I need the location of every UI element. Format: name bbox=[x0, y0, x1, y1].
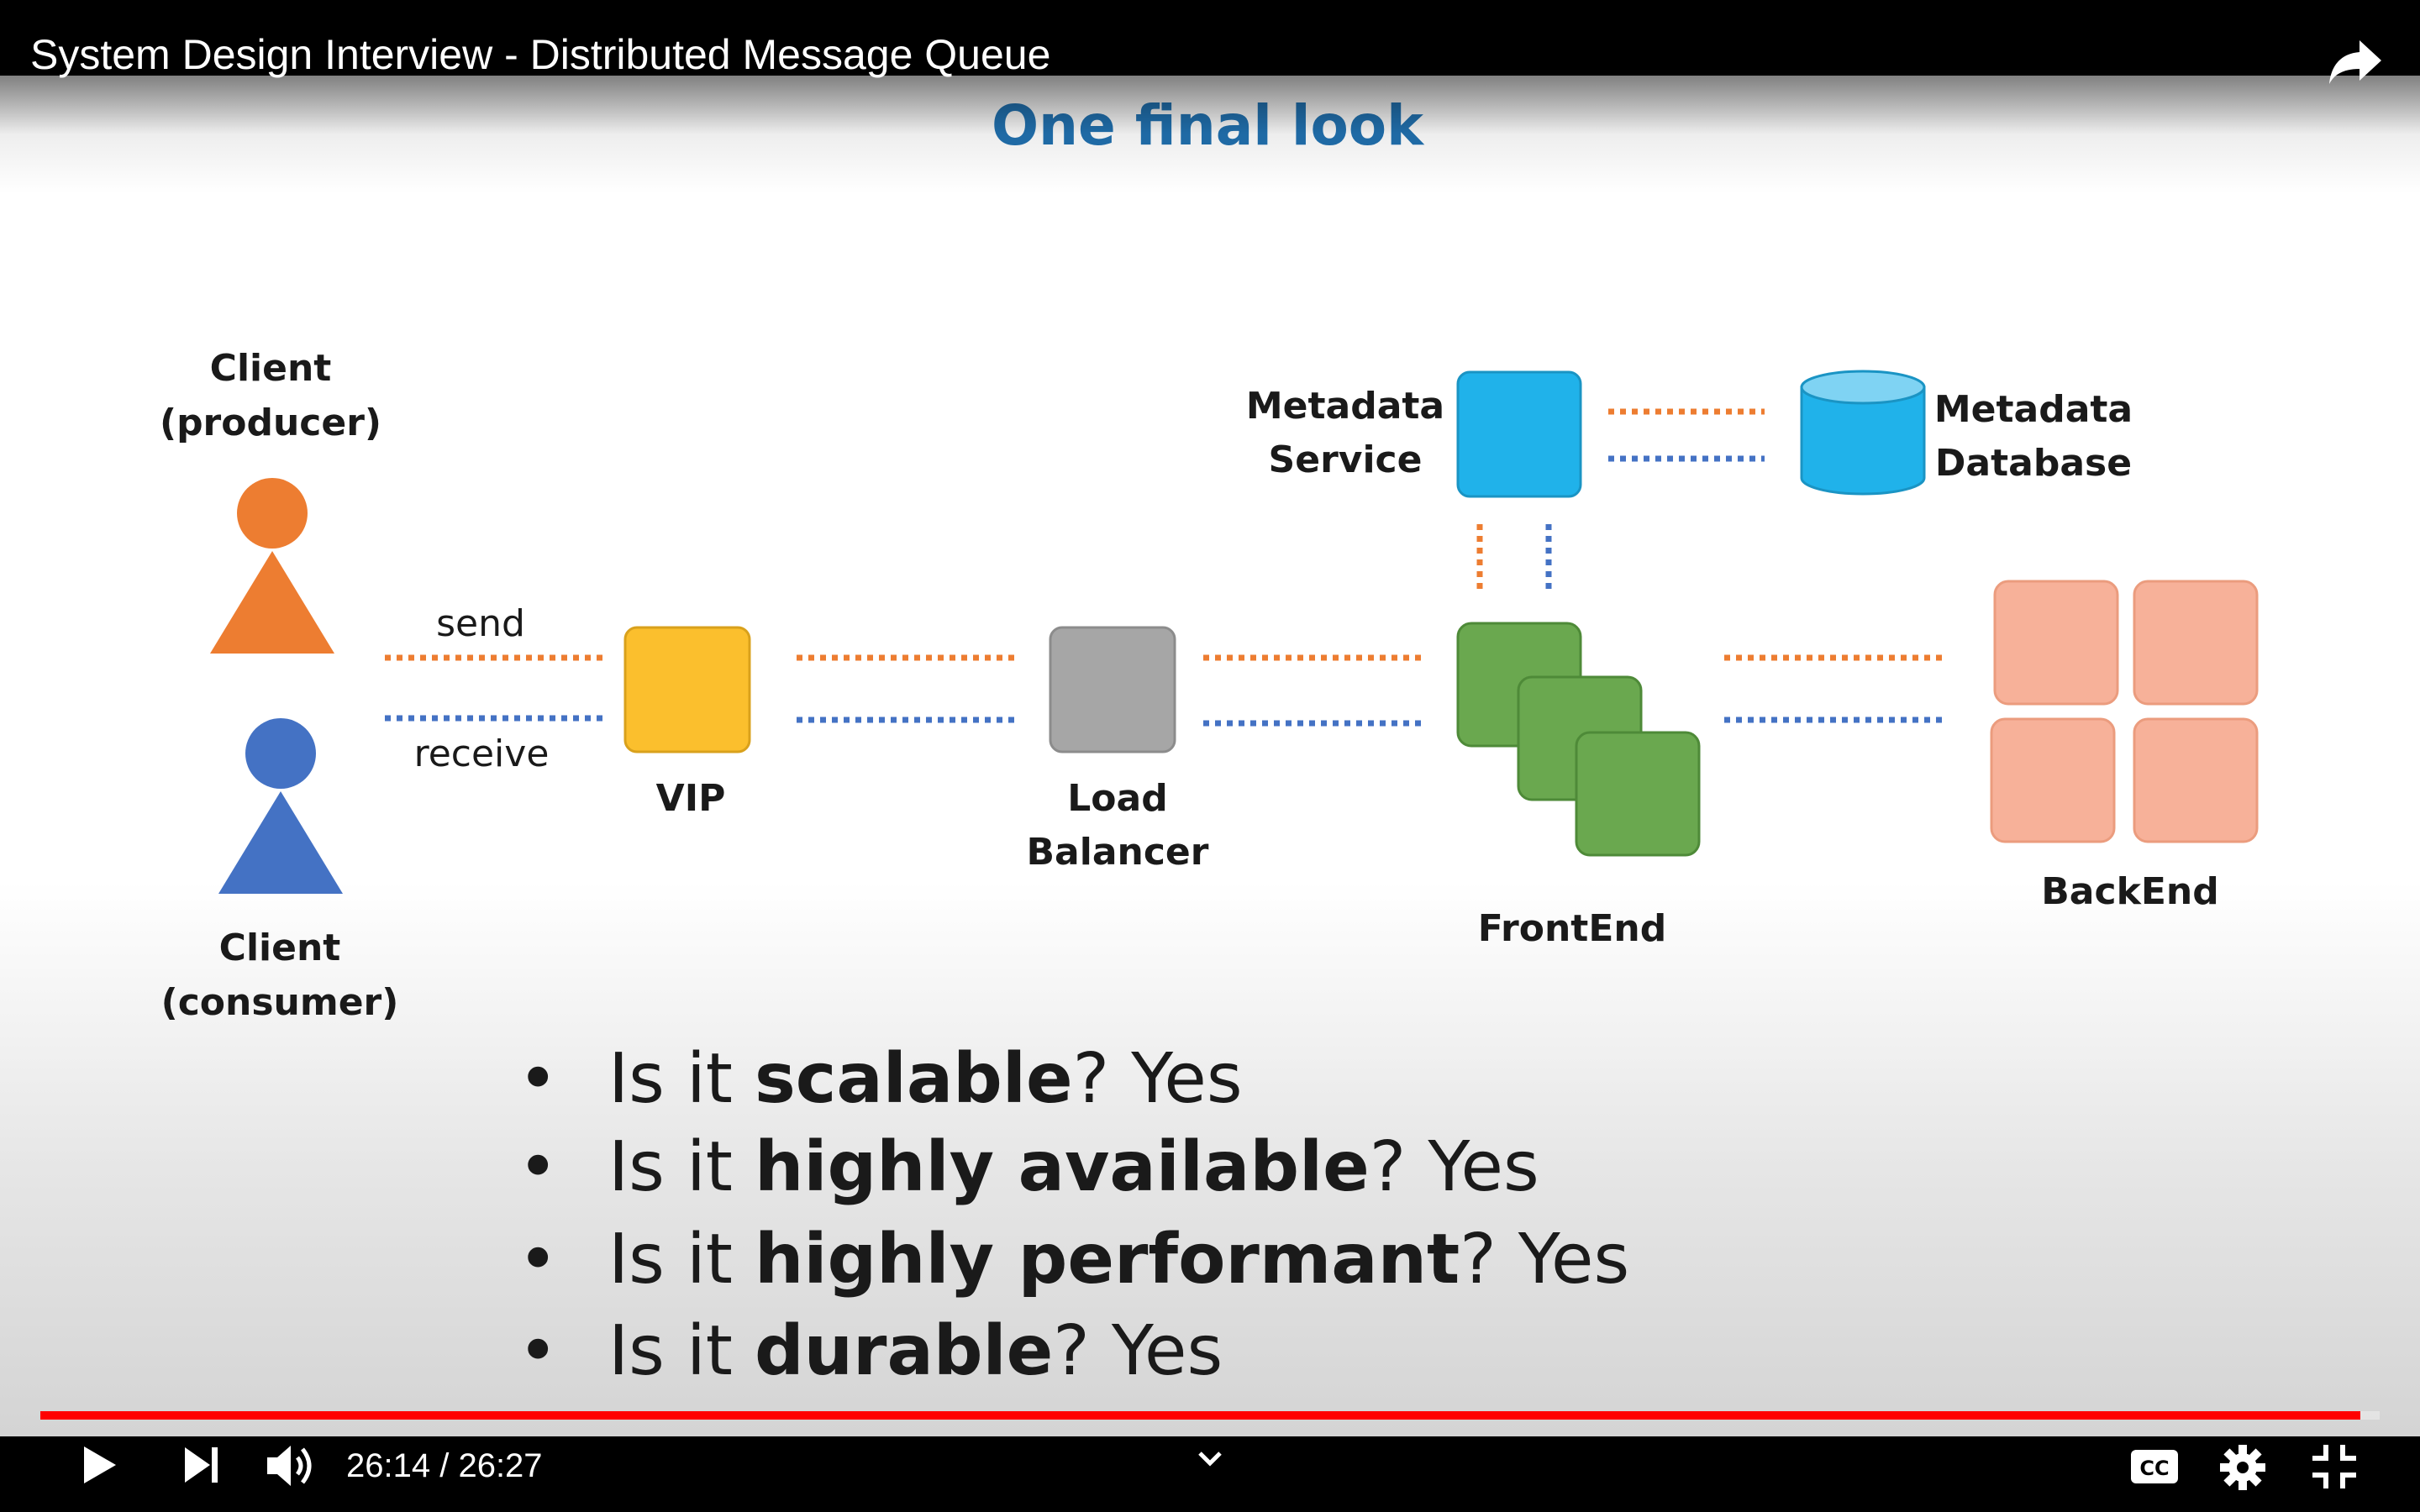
chevron-down-icon bbox=[1198, 1452, 1222, 1467]
captions-icon: CC bbox=[2131, 1450, 2178, 1483]
metadata-database-label: Metadata bbox=[1934, 388, 2133, 431]
bullet-item: • bbox=[518, 1220, 558, 1299]
settings-button[interactable] bbox=[2218, 1443, 2267, 1496]
producer-label: Client bbox=[210, 347, 332, 390]
volume-icon bbox=[267, 1446, 312, 1486]
bullet-item: • bbox=[518, 1127, 558, 1207]
bullet-text: Is it highly available? Yes bbox=[608, 1127, 1539, 1207]
player-controls bbox=[0, 1438, 2420, 1512]
frontend-label: FrontEnd bbox=[1478, 907, 1666, 950]
share-icon bbox=[2329, 40, 2381, 84]
receive-label: receive bbox=[414, 732, 550, 775]
volume-button[interactable] bbox=[264, 1442, 318, 1494]
play-icon bbox=[84, 1446, 116, 1483]
producer-figure bbox=[210, 478, 334, 654]
connection-lines bbox=[385, 408, 1946, 727]
backend-label: BackEnd bbox=[2041, 870, 2218, 913]
captions-button[interactable]: CC bbox=[2129, 1446, 2180, 1491]
settings-icon bbox=[2220, 1445, 2265, 1490]
metadata-database-label-2: Database bbox=[1935, 442, 2132, 485]
consumer-label-role: (consumer) bbox=[161, 981, 399, 1024]
load-balancer-label-2: Balancer bbox=[1027, 831, 1209, 874]
load-balancer-label: Load bbox=[1067, 777, 1167, 820]
backend-nodes bbox=[1990, 580, 2259, 843]
play-button[interactable] bbox=[77, 1443, 121, 1491]
exit-fullscreen-icon bbox=[2312, 1445, 2356, 1488]
progress-bar[interactable] bbox=[40, 1411, 2380, 1420]
video-title[interactable]: System Design Interview - Distributed Me… bbox=[30, 31, 1051, 78]
metadata-service-label: Metadata bbox=[1246, 385, 1444, 428]
send-label: send bbox=[436, 602, 525, 645]
time-display: 26:14 / 26:27 bbox=[346, 1447, 543, 1484]
metadata-service-label-2: Service bbox=[1269, 438, 1423, 481]
bullet-list: • Is it scalable? Yes • Is it highly ava… bbox=[518, 1039, 1629, 1391]
bullet-text: Is it highly performant? Yes bbox=[608, 1220, 1629, 1299]
frontend-nodes bbox=[1456, 622, 1701, 857]
svg-text:CC: CC bbox=[2139, 1457, 2169, 1480]
metadata-database-cylinder bbox=[1800, 370, 1926, 496]
bullet-item: • bbox=[518, 1039, 558, 1119]
duration: 26:27 bbox=[458, 1447, 543, 1484]
current-time: 26:14 bbox=[346, 1447, 431, 1484]
consumer-label: Client bbox=[219, 927, 341, 969]
metadata-service-box bbox=[1456, 370, 1582, 498]
next-icon bbox=[185, 1447, 218, 1483]
vip-label: VIP bbox=[656, 777, 726, 820]
bullet-item: • bbox=[518, 1311, 558, 1391]
slide-title: One final look bbox=[992, 93, 1425, 158]
exit-fullscreen-button[interactable] bbox=[2311, 1443, 2358, 1494]
progress-played bbox=[40, 1411, 2361, 1420]
next-button[interactable] bbox=[182, 1446, 222, 1488]
bullet-text: Is it scalable? Yes bbox=[608, 1039, 1243, 1119]
consumer-figure bbox=[218, 718, 343, 894]
share-button[interactable] bbox=[2328, 37, 2383, 90]
vip-box bbox=[623, 626, 751, 753]
bullet-text: Is it durable? Yes bbox=[608, 1311, 1223, 1391]
load-balancer-box bbox=[1049, 626, 1176, 753]
producer-label-role: (producer) bbox=[160, 402, 381, 444]
chapter-expand-button[interactable] bbox=[1197, 1450, 1223, 1473]
